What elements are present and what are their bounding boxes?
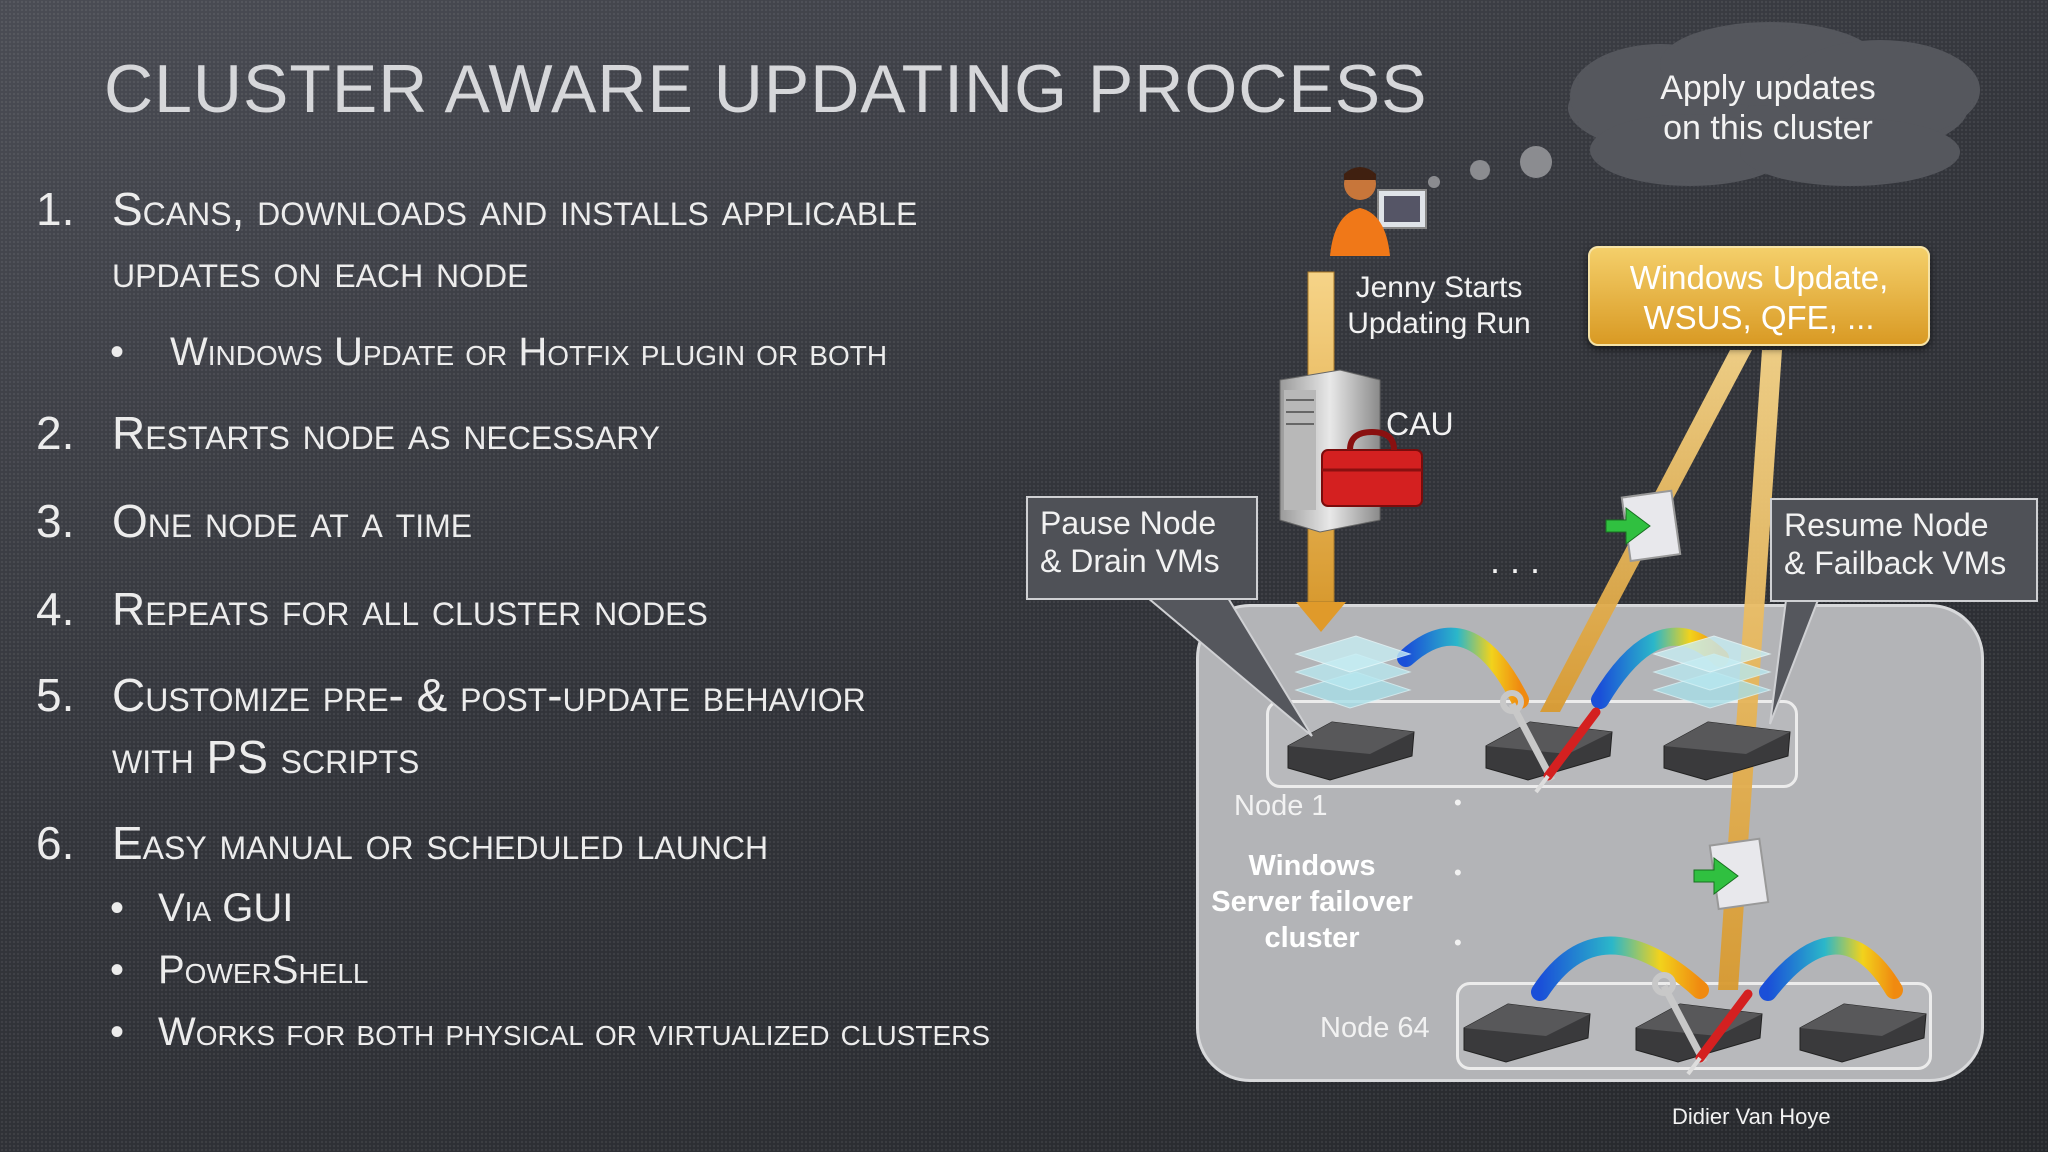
jenny-line: Updating Run [1347,307,1531,340]
callout-line: & Failback VMs [1784,545,2007,581]
update-source-line: WSUS, QFE, ... [1643,299,1875,336]
thought-cloud [1428,22,1980,188]
update-package-icon [1605,489,1682,563]
server-blade-icon [1799,1003,1927,1063]
wrench-screwdriver-icon [1652,972,1753,1076]
list-text: Customize pre- & post-update behavior [112,669,866,721]
vertical-dot: • [1454,860,1462,885]
vm-stack-icon [1294,635,1412,709]
update-package-icon [1693,837,1770,911]
author-credit: Didier Van Hoye [1672,1104,1831,1129]
callout-line: & Drain VMs [1040,543,1220,579]
ellipsis: . . . [1490,540,1541,581]
sub-text: PowerShell [158,948,369,992]
cluster-label: Windows Server failover cluster [1200,848,1424,956]
list-text: Repeats for all cluster nodes [112,583,708,635]
update-source-box: Windows Update, WSUS, QFE, ... [1588,246,1930,346]
vertical-dot: • [1454,930,1462,955]
wrench-screwdriver-icon [1500,690,1601,794]
cloud-text: Apply updates on this cluster [1620,68,1916,148]
node64-label: Node 64 [1320,1012,1430,1044]
server-blade-icon [1463,1003,1591,1063]
vertical-dot: • [1454,790,1462,815]
bullet: • [110,948,125,992]
list-text: Restarts node as necessary [112,407,661,459]
cluster-line: Server failover [1211,886,1413,918]
list-text: updates on each node [112,245,529,297]
bullet: • [110,1010,125,1054]
pause-node-callout: Pause Node & Drain VMs [1026,496,1258,600]
list-number: 1. [36,183,75,235]
server-blade-icon [1663,721,1791,781]
cluster-line: Windows [1248,850,1376,882]
list-number: 6. [36,817,75,869]
jenny-line: Jenny Starts [1355,271,1523,304]
list-text: Scans, downloads and installs applicable [112,183,918,235]
migration-arcs [1397,627,1903,1001]
callout-line: Resume Node [1784,507,1989,543]
cloud-line: Apply updates [1660,69,1876,107]
toolbox-icon [1321,428,1423,507]
slide-title: Cluster Aware Updating Process [104,51,1428,127]
cau-label: CAU [1386,406,1454,442]
node1-label: Node 1 [1234,790,1328,822]
sub-text: Works for both physical or virtualized c… [158,1010,991,1054]
list-number: 4. [36,583,75,635]
list-number: 3. [36,495,75,547]
cloud-line: on this cluster [1663,109,1873,147]
cluster-line: cluster [1264,922,1360,954]
bullet: • [110,330,125,374]
sub-text: Via GUI [158,886,294,930]
vm-stack-icon [1652,635,1772,709]
list-text: Easy manual or scheduled launch [112,817,769,869]
jenny-label: Jenny Starts Updating Run [1334,270,1544,342]
callout-line: Pause Node [1040,505,1217,541]
server-blade-icon [1287,721,1415,781]
user-at-computer-icon [1330,167,1427,256]
list-number: 2. [36,407,75,459]
resume-node-callout: Resume Node & Failback VMs [1770,498,2038,602]
list-text: with PS scripts [112,731,420,783]
list-number: 5. [36,669,75,721]
sub-text: Windows Update or Hotfix plugin or both [170,330,888,374]
update-source-line: Windows Update, [1629,259,1889,296]
list-text: One node at a time [112,495,473,547]
bullet: • [110,886,125,930]
